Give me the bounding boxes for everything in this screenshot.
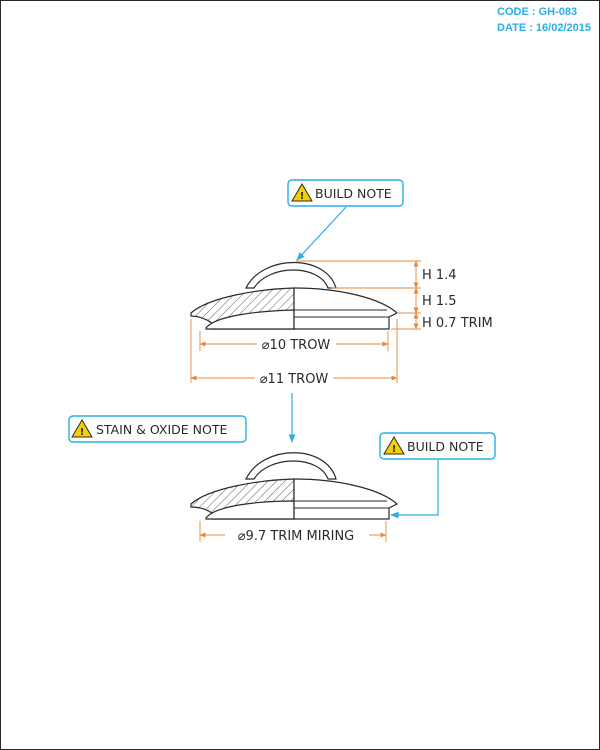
dim-dia-trim-miring: ⌀9.7 TRIM MIRING <box>238 529 355 544</box>
dim-height-1: H 1.4 <box>422 268 457 283</box>
drawing-date: DATE : 16/02/2015 <box>497 22 591 34</box>
diameter-dims-top <box>190 319 398 383</box>
dim-height-trim: H 0.7 TRIM <box>422 316 493 331</box>
svg-text:!: ! <box>300 191 305 202</box>
title-block: CODE : GH-083 DATE : 16/02/2015 <box>497 4 591 36</box>
bottom-lid-section-view <box>190 452 399 520</box>
svg-text:!: ! <box>80 427 85 438</box>
dim-dia-trow-11: ⌀11 TROW <box>260 372 329 387</box>
warning-triangle-icon <box>71 419 93 438</box>
dim-dia-trow-10: ⌀10 TROW <box>262 338 331 353</box>
stain-oxide-note-label: STAIN & OXIDE NOTE <box>96 422 227 437</box>
drawing-code: CODE : GH-083 <box>497 6 578 18</box>
build-note-right: ! BUILD NOTE <box>379 432 496 519</box>
leader-arrow <box>390 460 439 519</box>
diameter-dim-bottom <box>199 521 387 542</box>
warning-triangle-icon <box>383 436 405 455</box>
leader-arrow <box>296 206 347 261</box>
build-note-top: ! BUILD NOTE <box>287 179 404 261</box>
top-lid-section-view <box>190 261 399 330</box>
svg-text:!: ! <box>392 444 397 455</box>
stain-oxide-note: ! STAIN & OXIDE NOTE <box>68 415 247 443</box>
height-dimensions <box>296 260 421 330</box>
warning-triangle-icon <box>291 183 313 202</box>
dim-height-2: H 1.5 <box>422 294 457 309</box>
knob-shape <box>245 261 337 289</box>
right-outline <box>293 287 399 330</box>
build-note-top-label: BUILD NOTE <box>315 186 392 201</box>
build-note-right-label: BUILD NOTE <box>407 439 484 454</box>
